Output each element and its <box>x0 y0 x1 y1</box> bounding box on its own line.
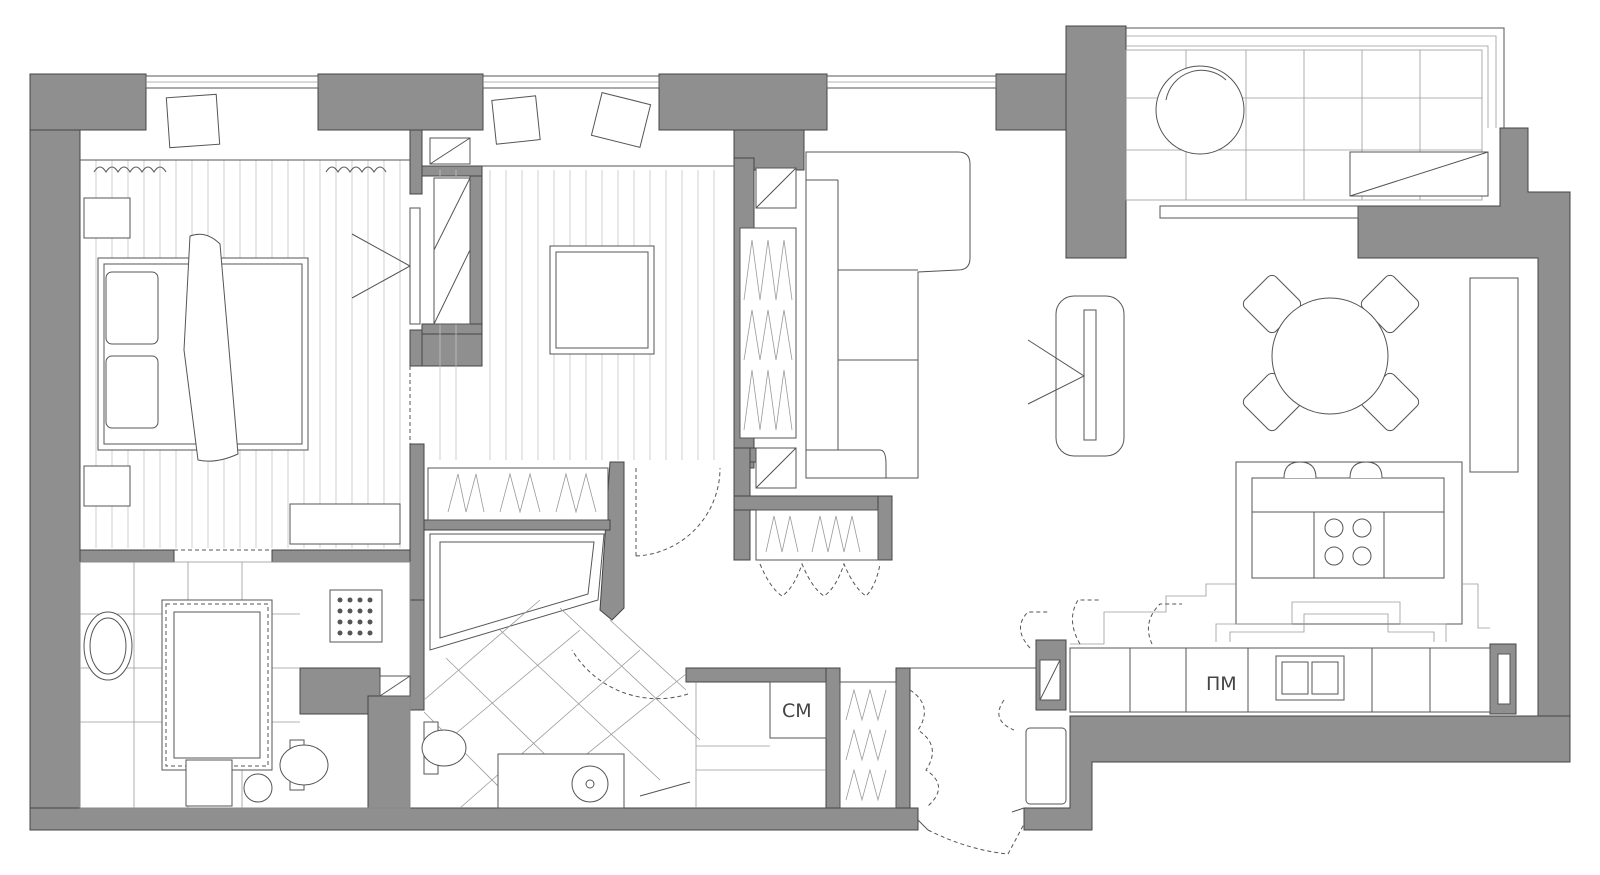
dining-set <box>1242 274 1420 432</box>
kitchen: ПМ <box>998 461 1511 805</box>
tv-panel <box>409 207 421 325</box>
cushion <box>165 93 221 149</box>
drain-holes <box>337 597 373 636</box>
dishwasher-label: ПМ <box>1206 673 1237 695</box>
wardrobe-cabinet <box>433 177 471 325</box>
bathtub <box>429 533 605 651</box>
pillow <box>105 355 159 429</box>
hall-closets <box>739 167 881 597</box>
bathroom-sink <box>83 611 133 681</box>
study-room <box>427 91 734 557</box>
living-room <box>805 151 1519 479</box>
dining-table <box>1271 297 1389 415</box>
dresser <box>289 503 401 545</box>
kitchen-island <box>1235 461 1463 625</box>
bedroom <box>80 93 421 548</box>
burner <box>1352 518 1372 538</box>
laundry-room: СМ <box>695 681 827 808</box>
bar-stool <box>1283 461 1317 479</box>
entry-wardrobe <box>839 681 897 809</box>
entry-wardrobe <box>755 509 879 561</box>
balcony <box>1125 49 1489 201</box>
washing-machine <box>769 681 827 739</box>
nightstand-bottom <box>83 465 131 507</box>
sideboard <box>1469 277 1519 473</box>
tv-direction <box>1027 339 1086 405</box>
burner <box>1324 518 1344 538</box>
bath-stool <box>185 759 233 807</box>
washing-machine-label: СМ <box>782 700 812 722</box>
entrance-door <box>917 807 1025 855</box>
balcony-chair <box>1155 65 1245 155</box>
bar-stool <box>1349 461 1383 479</box>
exterior-walls <box>29 25 1571 831</box>
toilet <box>421 729 467 767</box>
kitchen-sink <box>1275 655 1345 701</box>
curtain-left <box>93 166 167 173</box>
fridge-panel <box>1497 653 1511 705</box>
washbasin <box>571 765 609 803</box>
pillow <box>105 271 159 345</box>
entry-bench <box>1025 727 1067 805</box>
sofa <box>805 151 971 479</box>
toilet <box>279 744 329 786</box>
shower-drain <box>329 589 383 643</box>
bin <box>243 773 273 803</box>
burner <box>1324 546 1344 566</box>
wardrobe <box>427 467 609 521</box>
curtain-right <box>325 166 387 173</box>
tv <box>1083 309 1097 441</box>
rug <box>549 245 655 355</box>
tv-direction <box>351 233 412 299</box>
main-bathroom <box>421 533 701 809</box>
burner <box>1352 546 1372 566</box>
shower-tray <box>161 599 273 771</box>
cushion <box>590 91 652 149</box>
blanket <box>183 233 239 462</box>
cushion <box>491 95 541 145</box>
entry-closet <box>839 667 1036 809</box>
nightstand-top <box>83 197 131 239</box>
master-bathroom <box>79 549 411 809</box>
windows <box>145 27 1505 219</box>
